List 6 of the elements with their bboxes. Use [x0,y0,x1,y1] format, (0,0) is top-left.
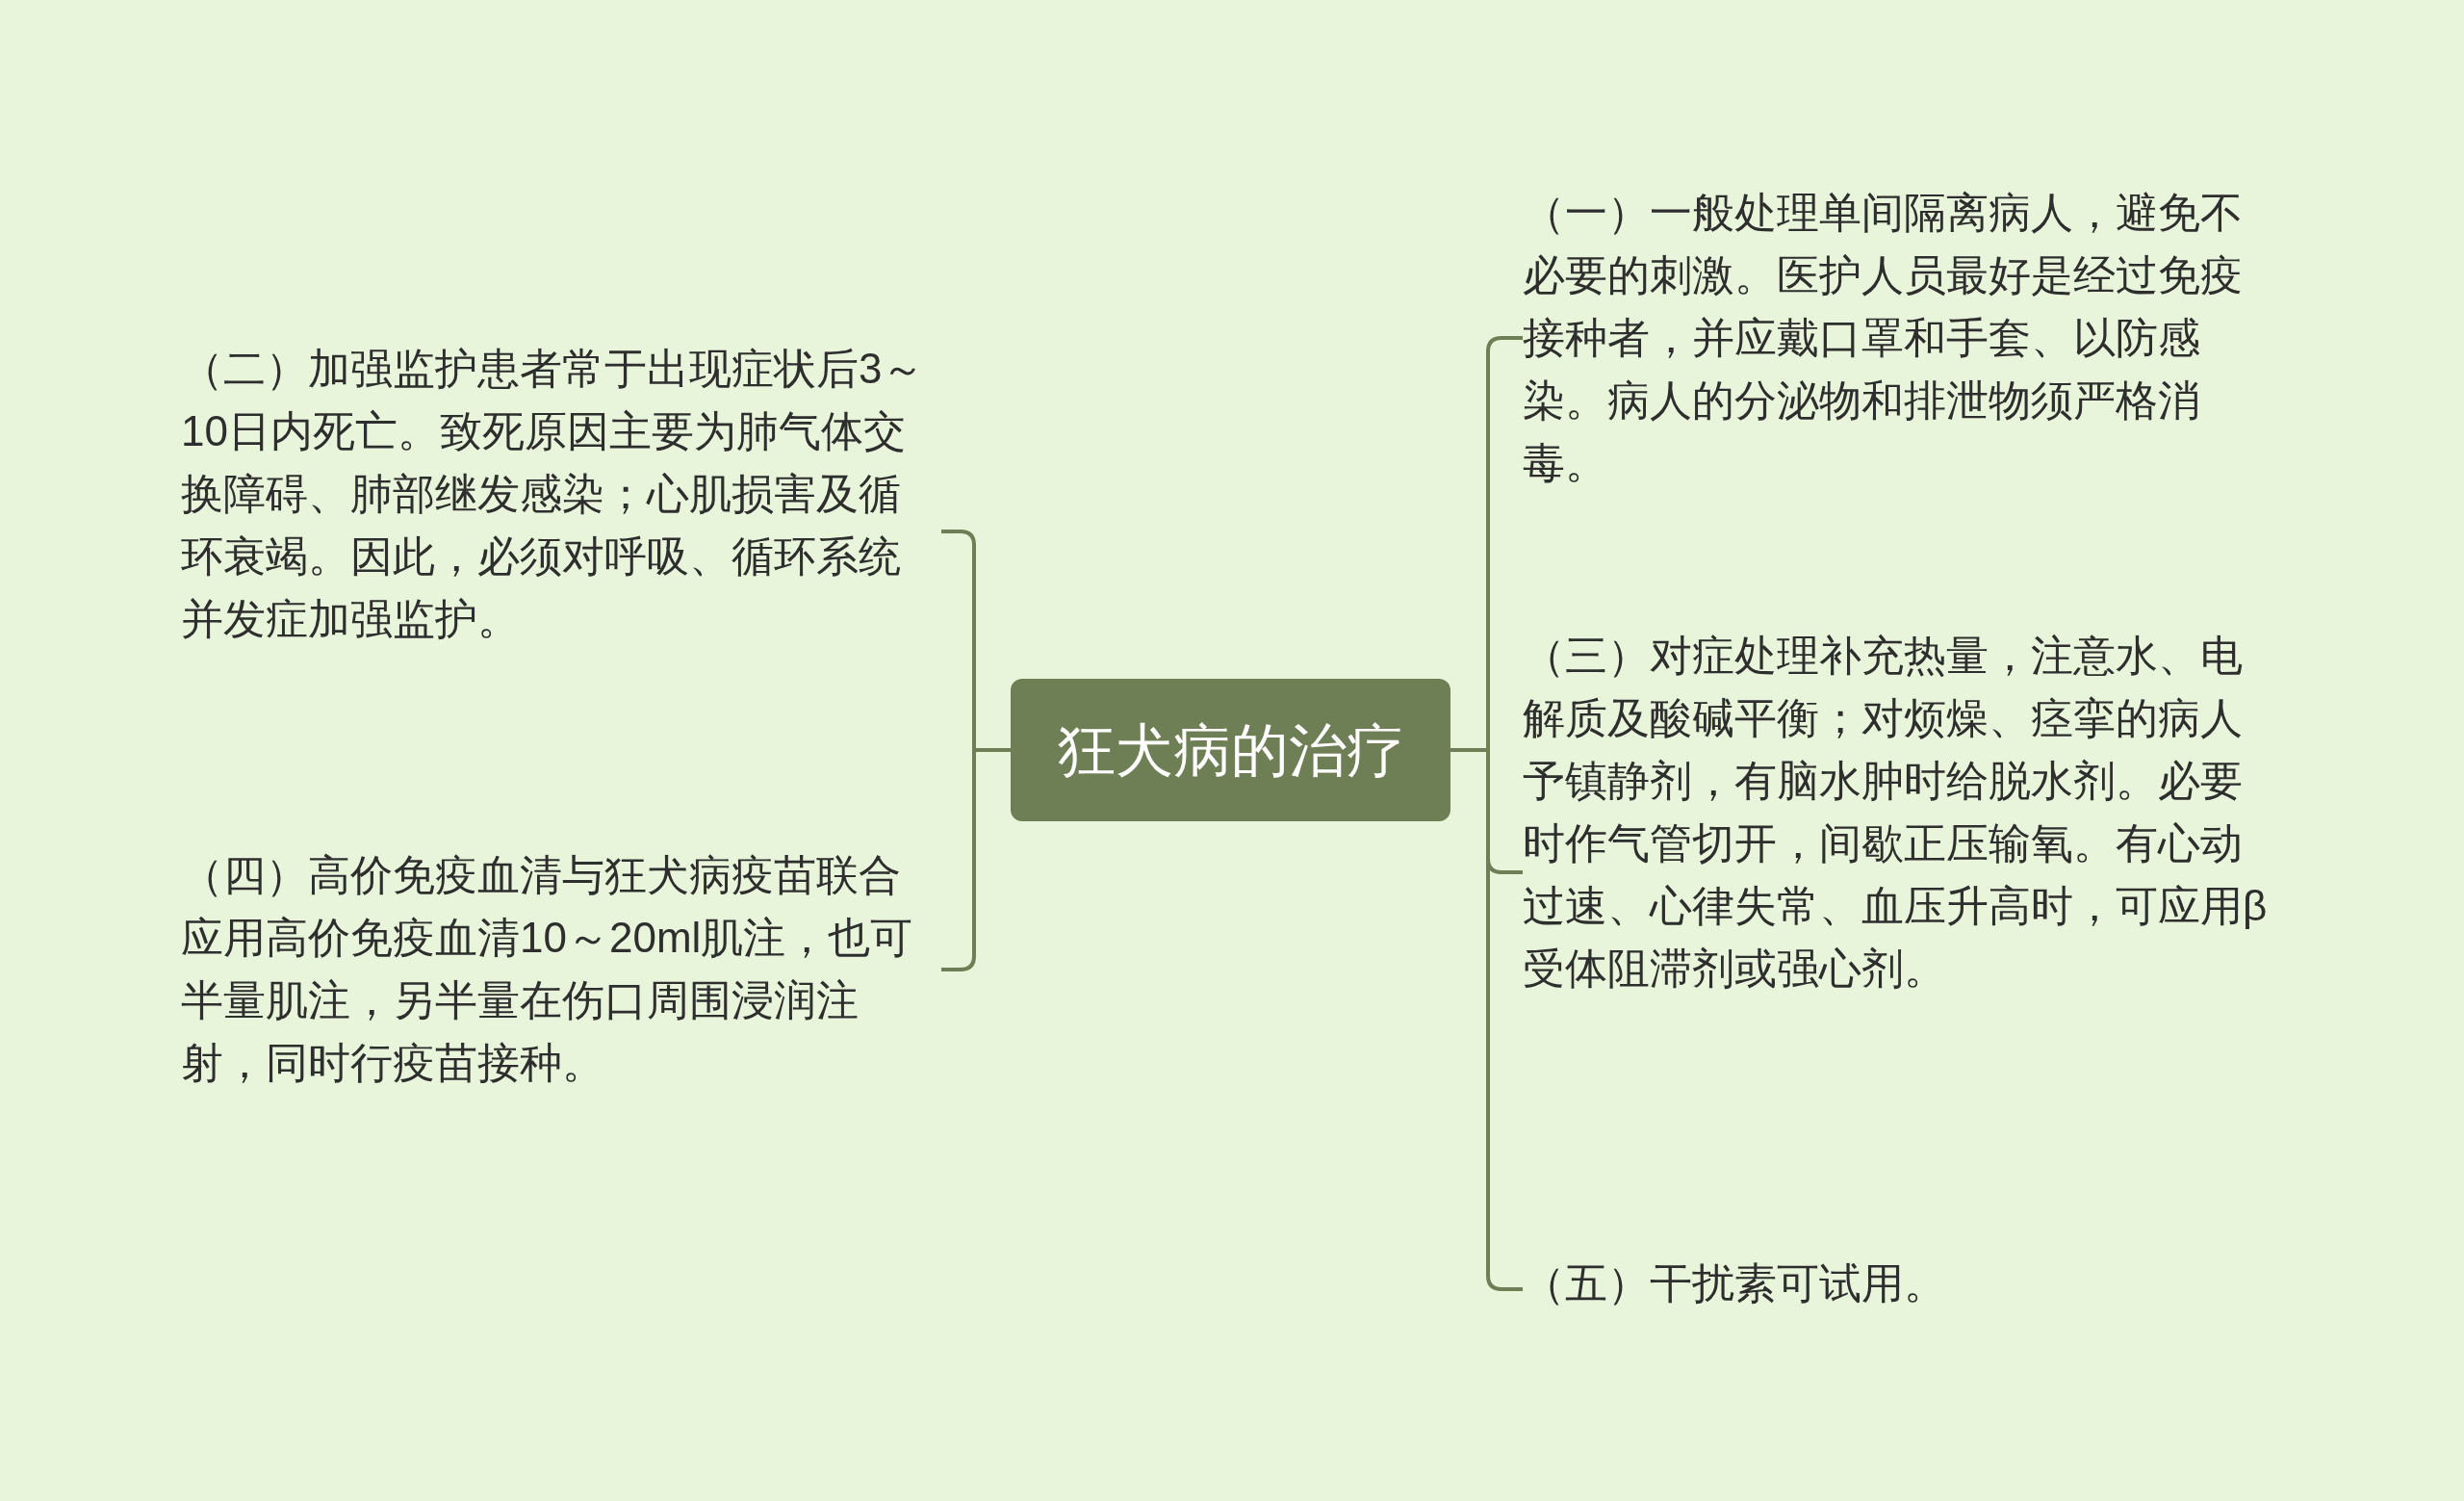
topic-text: （三）对症处理补充热量，注意水、电解质及酸碱平衡；对烦燥、痉挛的病人予镇静剂，有脑水肿时给脱水剂。必要时作气管切开，间歇正压输氧。有心动过速、心律失常、血压升高时，可应用β受体阻滞剂或强心剂。 [1523,624,2283,999]
topic-box: 狂犬病的治疗 [1011,679,1450,821]
topic-text: （五）干扰素可试用。 [1523,1252,2283,1314]
topic-text: （四）高价免疫血清与狂犬病疫苗联合应用高价免疫血清10～20ml肌注，也可半量肌注，另半量在伤口周围浸润注射，同时行疫苗接种。 [181,843,941,1094]
topic-text: （二）加强监护患者常于出现症状后3～10日内死亡。致死原因主要为肺气体交换障碍、肺部继发感染；心肌损害及循环衰竭。因此，必须对呼吸、循环系统并发症加强监护。 [181,337,941,650]
topic-text: （一）一般处理单间隔离病人，避免不必要的刺激。医护人员最好是经过免疫接种者，并应戴口罩和手套、以防感染。病人的分泌物和排泄物须严格消毒。 [1523,181,2283,494]
